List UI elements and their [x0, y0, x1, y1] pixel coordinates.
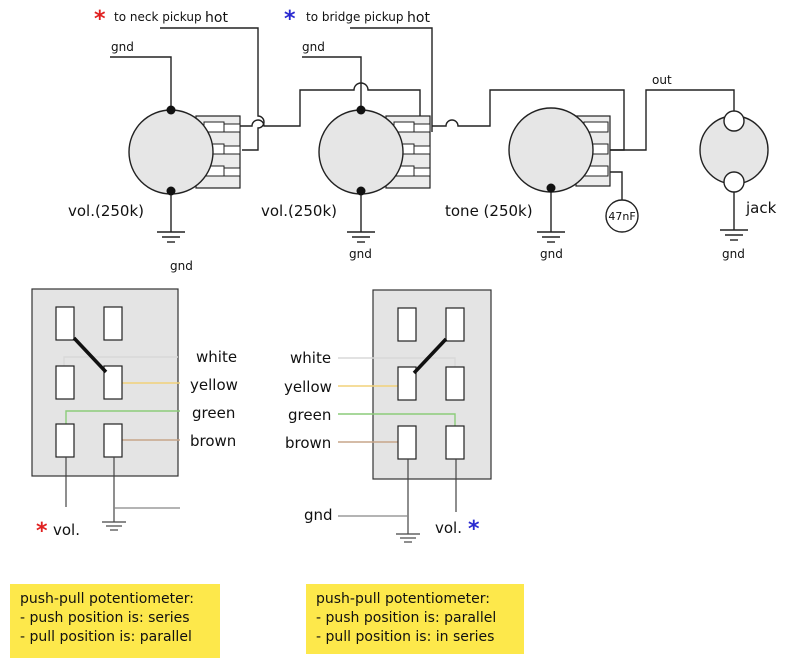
right-vol-label: vol. [435, 519, 462, 537]
bridge-pickup-label: to bridge pickup [306, 10, 404, 24]
right-switch-lever [412, 337, 448, 375]
note-left: push-pull potentiometer: - push position… [10, 584, 220, 658]
vol1-label: vol.(250k) [68, 202, 144, 220]
right-brown-label: brown [285, 434, 331, 452]
tone-pot [508, 107, 611, 193]
wiring-section [110, 27, 735, 232]
neck-pickup-label: to neck pickup [114, 10, 202, 24]
vol2-tone-link [432, 89, 625, 151]
right-green-wire [338, 413, 456, 426]
ground-symbol-tone [537, 231, 565, 243]
bridge-hot-wire [350, 27, 433, 132]
left-vol-label: vol. [53, 521, 80, 539]
left-green-label: green [192, 404, 235, 422]
cap-label: 47nF [608, 210, 635, 223]
ground-symbol-vol2 [347, 231, 375, 243]
note-right: push-pull potentiometer: - push position… [306, 584, 524, 654]
vol1-vol2-link [240, 82, 430, 127]
output-jack [699, 110, 769, 193]
tone-gnd-label: gnd [540, 247, 563, 261]
left-green-wire [65, 410, 180, 424]
bridge-hot-label: hot [407, 10, 430, 26]
volume-pot-bridge [318, 105, 431, 196]
right-white-label: white [290, 349, 331, 367]
right-yellow-label: yellow [284, 378, 332, 396]
vol1-gnd-label: gnd [170, 259, 193, 273]
right-gnd-label: gnd [304, 506, 333, 524]
ground-symbols [157, 229, 748, 243]
left-white-label: white [196, 348, 237, 366]
note-right-title: push-pull potentiometer: [316, 591, 490, 607]
ground-symbol-jack [720, 229, 748, 241]
note-left-title: push-pull potentiometer: [20, 591, 194, 607]
ground-symbol-vol1 [157, 231, 185, 243]
jack-gnd-label: gnd [722, 247, 745, 261]
star-bridge: * [284, 7, 296, 32]
left-white-wire [63, 356, 178, 366]
right-green-label: green [288, 406, 331, 424]
right-white-wire [338, 357, 456, 367]
neck-hot-label: hot [205, 10, 228, 26]
note-right-line1: - push position is: parallel [316, 610, 497, 626]
vol2-label: vol.(250k) [261, 202, 337, 220]
vol2-gnd-label: gnd [349, 247, 372, 261]
star-neck: * [94, 7, 106, 32]
capacitor: 47nF [605, 199, 639, 233]
out-wire [610, 89, 735, 151]
neck-hot-wire [160, 27, 265, 151]
note-left-line2: - pull position is: parallel [20, 629, 192, 645]
neck-gnd-label: gnd [111, 40, 134, 54]
out-label: out [652, 73, 672, 87]
bridge-gnd-label: gnd [302, 40, 325, 54]
jack-label: jack [745, 199, 777, 217]
left-switch-lever [72, 336, 108, 374]
switch-left [31, 288, 180, 531]
right-vol-star: * [468, 517, 480, 542]
bridge-gnd-wire [302, 56, 362, 112]
left-yellow-label: yellow [190, 376, 238, 394]
cap-wire [608, 171, 623, 200]
tone-label: tone (250k) [445, 202, 533, 220]
note-right-line2: - pull position is: in series [316, 629, 495, 645]
neck-gnd-wire [110, 56, 172, 112]
volume-pot-neck [128, 105, 241, 196]
left-brown-label: brown [190, 432, 236, 450]
left-vol-star: * [36, 519, 48, 544]
switch-right [338, 289, 492, 543]
note-left-line1: - push position is: series [20, 610, 190, 626]
